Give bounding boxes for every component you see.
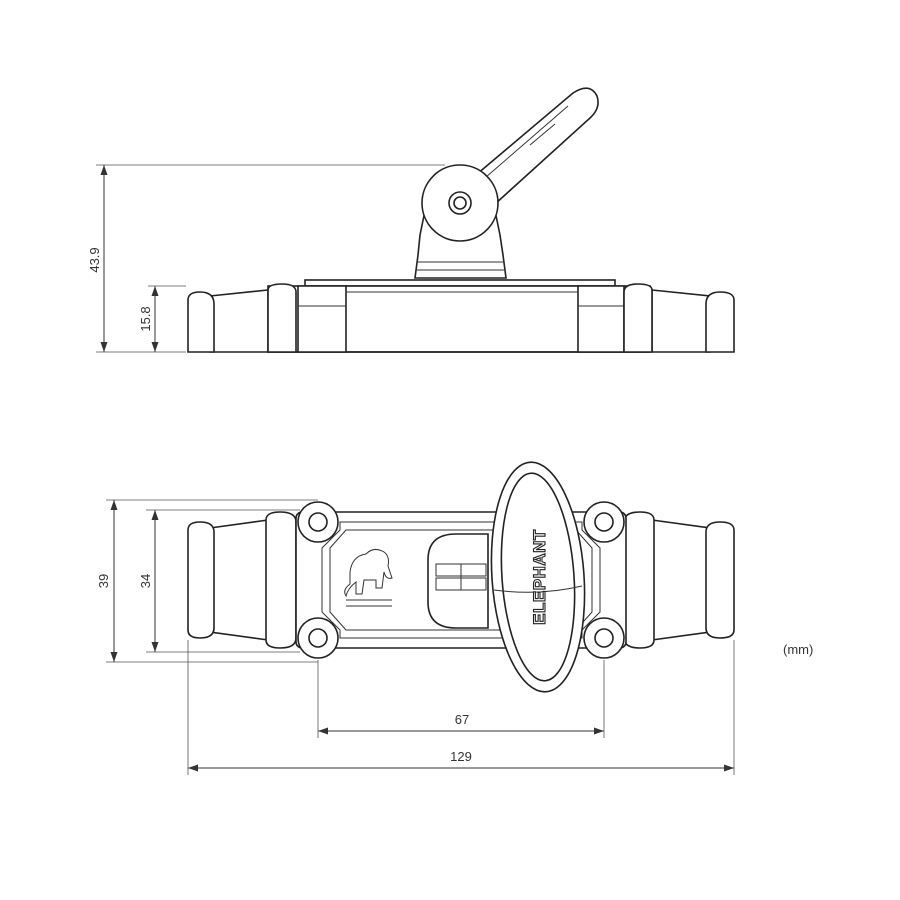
dim-label-inner-width: 34	[138, 574, 153, 588]
screw-hole	[297, 501, 339, 543]
dim-label-total-height: 43.9	[87, 247, 102, 272]
brand-label: ELEPHANT	[530, 529, 549, 625]
dim-total-length: 129	[187, 640, 735, 775]
dim-base-height: 15.8	[138, 285, 186, 352]
dim-hole-spacing: 67	[317, 660, 605, 738]
screw-hole	[583, 617, 625, 659]
elephant-logo-icon	[344, 548, 393, 607]
handle-knob: ELEPHANT	[490, 461, 586, 693]
dim-label-outer-width: 39	[96, 574, 111, 588]
top-left-fitting	[187, 511, 297, 649]
dim-label-total-length: 129	[450, 749, 472, 764]
units-label: (mm)	[783, 642, 813, 657]
dim-outer-width: 39	[96, 499, 318, 663]
screw-holes	[297, 501, 625, 659]
dim-label-hole-spacing: 67	[455, 712, 469, 727]
dim-inner-width: 34	[138, 509, 300, 653]
dim-label-base-height: 15.8	[138, 306, 153, 331]
top-right-fitting	[623, 511, 735, 649]
lever-pivot	[427, 533, 489, 629]
screw-hole	[297, 617, 339, 659]
side-handle	[414, 87, 599, 279]
dim-total-height: 43.9	[87, 164, 445, 353]
top-view: ELEPHANT 39 34 67	[96, 461, 735, 775]
side-view: 43.9 15.8	[87, 87, 735, 353]
side-base	[187, 279, 735, 353]
screw-hole	[583, 501, 625, 543]
